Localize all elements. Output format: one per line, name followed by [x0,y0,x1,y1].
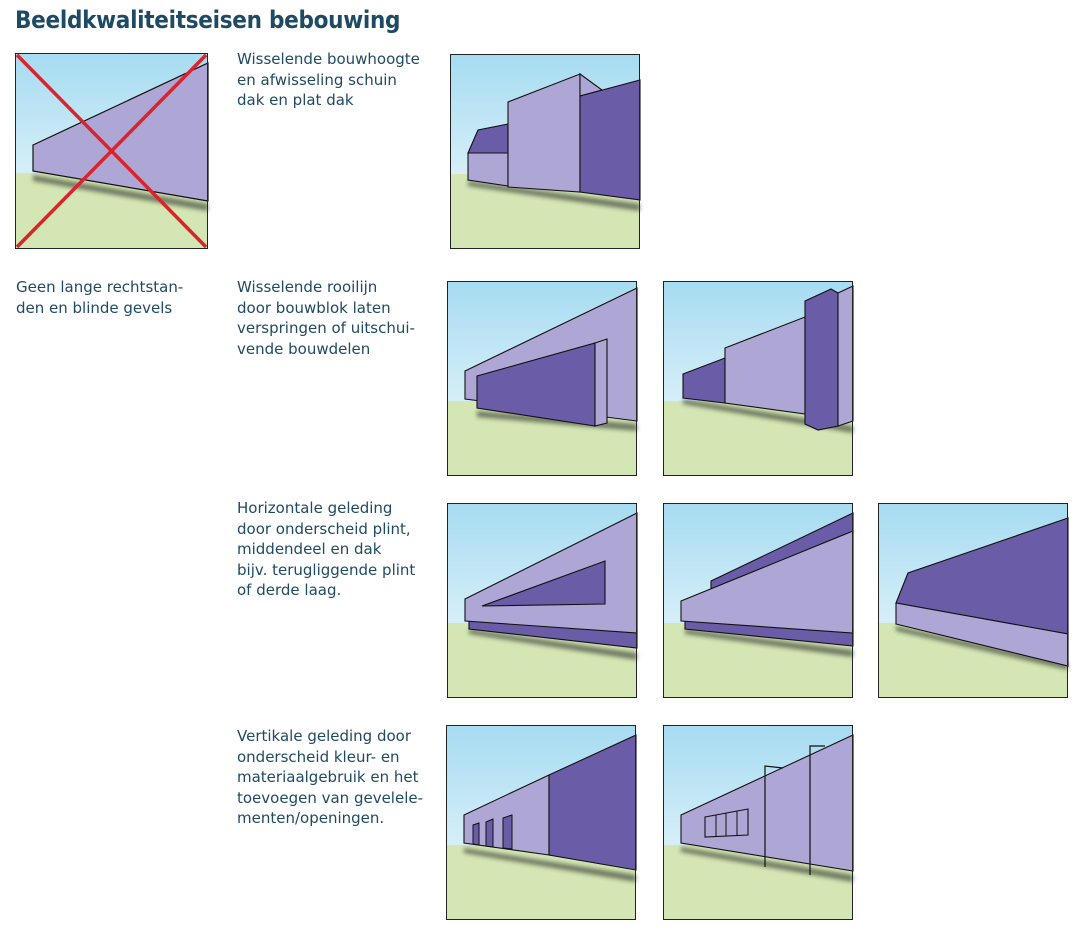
vertical-element [809,745,825,875]
tall-dark-volume [579,79,641,201]
caption-avoid-long-blind-facades: Geen lange rechtstan- den en blinde geve… [16,278,184,317]
figure-avoid-crossed [15,53,209,249]
shadow [896,626,1068,670]
red-cross-icon-line [15,53,208,249]
caption-vertical-articulation: Vertikale geleding door onderscheid kleu… [237,727,423,827]
shadow [464,848,636,882]
figure-horizontal-b [663,503,854,698]
projecting-block-side [594,338,608,427]
window-2 [485,818,494,848]
figure-setback-a [447,281,638,476]
page-title: Beeldkwaliteitseisen bebouwing [15,6,401,34]
figure-varying-height [450,54,641,249]
shadow [469,629,637,660]
window-3 [502,814,513,850]
window-1 [472,822,480,846]
figure-horizontal-c [878,503,1069,698]
protruding-part [804,288,839,431]
band-opening [481,560,606,607]
caption-horizontal-articulation: Horizontale geleding door onderscheid pl… [237,499,416,599]
shadow [685,629,853,657]
vertical-element [764,765,784,867]
shadow [468,181,640,211]
caption-varying-building-height: Wisselende bouwhoogte en afwisseling sch… [237,50,420,109]
figure-vertical-b [663,725,854,920]
low-volume-front [467,152,509,187]
figure-setback-b [663,281,854,476]
caption-varying-building-line: Wisselende rooilijn door bouwblok laten … [237,278,415,358]
figure-vertical-a [446,725,637,920]
figure-horizontal-a [447,503,638,698]
far-volume [837,285,854,427]
